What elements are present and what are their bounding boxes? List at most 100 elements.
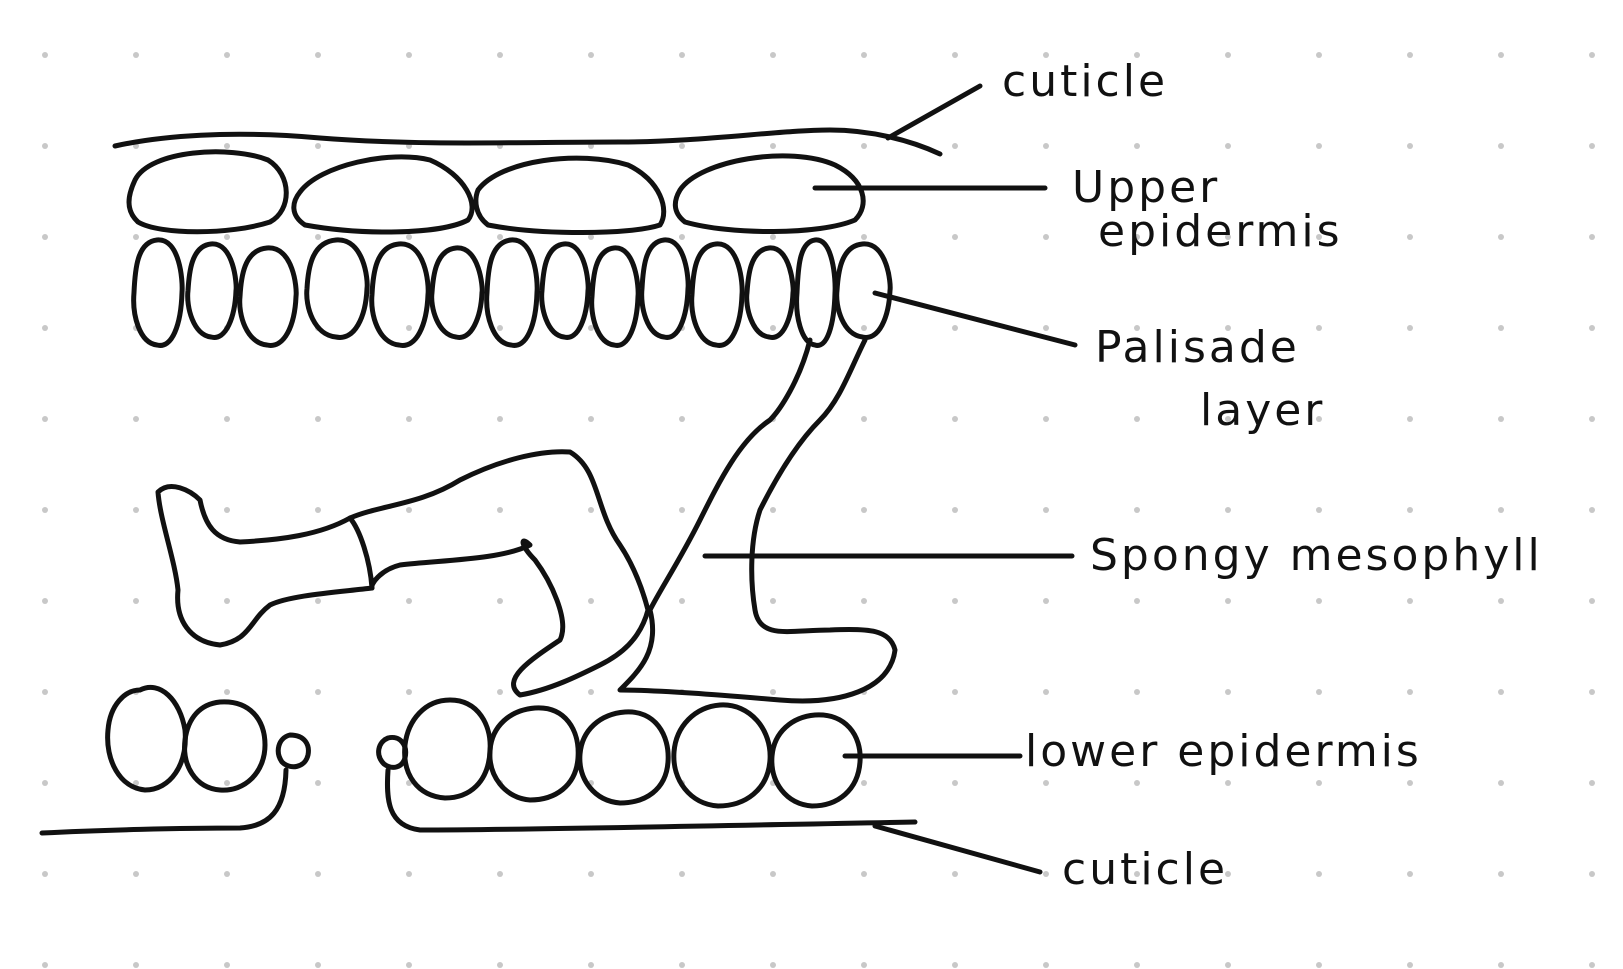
grid-dot xyxy=(42,234,48,240)
grid-dot xyxy=(133,507,139,513)
grid-dot xyxy=(1407,598,1413,604)
grid-dot xyxy=(861,416,867,422)
grid-dot xyxy=(1498,780,1504,786)
spongy-mesophyll-cell xyxy=(155,484,375,648)
grid-dot xyxy=(133,416,139,422)
grid-dot xyxy=(952,962,958,968)
grid-dot xyxy=(1316,598,1322,604)
grid-dot xyxy=(406,689,412,695)
grid-dot xyxy=(315,52,321,58)
grid-dot xyxy=(315,780,321,786)
grid-dot xyxy=(1225,780,1231,786)
grid-dot xyxy=(42,780,48,786)
upper-epidermis-cells xyxy=(126,149,866,235)
grid-dot xyxy=(1498,598,1504,604)
grid-dot xyxy=(1225,598,1231,604)
grid-dot xyxy=(1407,507,1413,513)
grid-dot xyxy=(1316,234,1322,240)
grid-dot xyxy=(406,598,412,604)
grid-dot xyxy=(588,507,594,513)
spongy-mesophyll-cell xyxy=(347,449,651,698)
grid-dot xyxy=(1407,234,1413,240)
grid-dot xyxy=(952,325,958,331)
grid-dot xyxy=(1589,689,1595,695)
grid-dot xyxy=(406,325,412,331)
lower-epidermis-cell xyxy=(769,712,863,809)
palisade-cell xyxy=(131,237,185,348)
lower-epidermis-cell xyxy=(105,684,188,793)
grid-dot xyxy=(588,689,594,695)
grid-dot xyxy=(1134,689,1140,695)
spongy-mesophyll-cells xyxy=(155,337,898,704)
grid-dot xyxy=(497,234,503,240)
grid-dot xyxy=(861,234,867,240)
guard-cell xyxy=(275,732,311,770)
grid-dot xyxy=(497,598,503,604)
grid-dot xyxy=(315,598,321,604)
grid-dot xyxy=(1043,689,1049,695)
grid-dot xyxy=(1225,871,1231,877)
grid-dot xyxy=(588,234,594,240)
grid-dot xyxy=(770,143,776,149)
grid-dot xyxy=(1407,143,1413,149)
grid-dot xyxy=(770,507,776,513)
grid-dot xyxy=(1316,143,1322,149)
label-palisade-line1: Palisade xyxy=(1095,322,1300,373)
grid-dot xyxy=(952,507,958,513)
grid-dot xyxy=(1498,234,1504,240)
grid-dot xyxy=(1043,143,1049,149)
grid-dot xyxy=(1407,871,1413,877)
grid-dot xyxy=(1316,962,1322,968)
grid-dot xyxy=(952,780,958,786)
grid-dot xyxy=(133,52,139,58)
grid-dot xyxy=(224,52,230,58)
grid-dot xyxy=(1589,871,1595,877)
grid-dot xyxy=(497,416,503,422)
grid-dot xyxy=(679,962,685,968)
grid-dot xyxy=(679,598,685,604)
grid-dot xyxy=(588,416,594,422)
palisade-cell xyxy=(689,241,745,348)
grid-dot xyxy=(224,871,230,877)
grid-dot xyxy=(406,871,412,877)
label-upper-epidermis-line1: Upper xyxy=(1072,162,1220,213)
grid-dot xyxy=(1225,507,1231,513)
grid-dot xyxy=(1225,325,1231,331)
grid-dot xyxy=(952,598,958,604)
palisade-cell xyxy=(539,241,591,340)
grid-dot xyxy=(1316,507,1322,513)
grid-dot xyxy=(1134,871,1140,877)
grid-dot xyxy=(770,689,776,695)
grid-dot xyxy=(1134,143,1140,149)
grid-dot xyxy=(1043,325,1049,331)
grid-dot xyxy=(133,962,139,968)
grid-dot xyxy=(42,143,48,149)
grid-dot xyxy=(1134,507,1140,513)
grid-dot xyxy=(1589,598,1595,604)
grid-dot xyxy=(497,871,503,877)
grid-dot xyxy=(679,52,685,58)
grid-dot xyxy=(1498,962,1504,968)
label-cuticle-bottom: cuticle xyxy=(1062,844,1228,895)
grid-dot xyxy=(1498,689,1504,695)
grid-dot xyxy=(1316,689,1322,695)
grid-dot xyxy=(224,689,230,695)
grid-dot xyxy=(952,416,958,422)
lower-epidermis-cell xyxy=(671,702,773,809)
grid-dot xyxy=(679,143,685,149)
grid-dot xyxy=(588,598,594,604)
grid-dot xyxy=(861,507,867,513)
grid-dot xyxy=(1316,416,1322,422)
grid-dot xyxy=(315,143,321,149)
grid-dot xyxy=(1589,234,1595,240)
grid-dot xyxy=(497,962,503,968)
grid-dot xyxy=(1407,416,1413,422)
palisade-cell xyxy=(237,245,299,348)
grid-dot xyxy=(1134,234,1140,240)
upper-epidermis-cell xyxy=(473,155,667,235)
label-cuticle-top: cuticle xyxy=(1002,56,1168,107)
grid-dot xyxy=(1134,325,1140,331)
grid-dot xyxy=(770,962,776,968)
palisade-cell xyxy=(304,237,370,340)
label-lower-epidermis: lower epidermis xyxy=(1025,726,1422,777)
